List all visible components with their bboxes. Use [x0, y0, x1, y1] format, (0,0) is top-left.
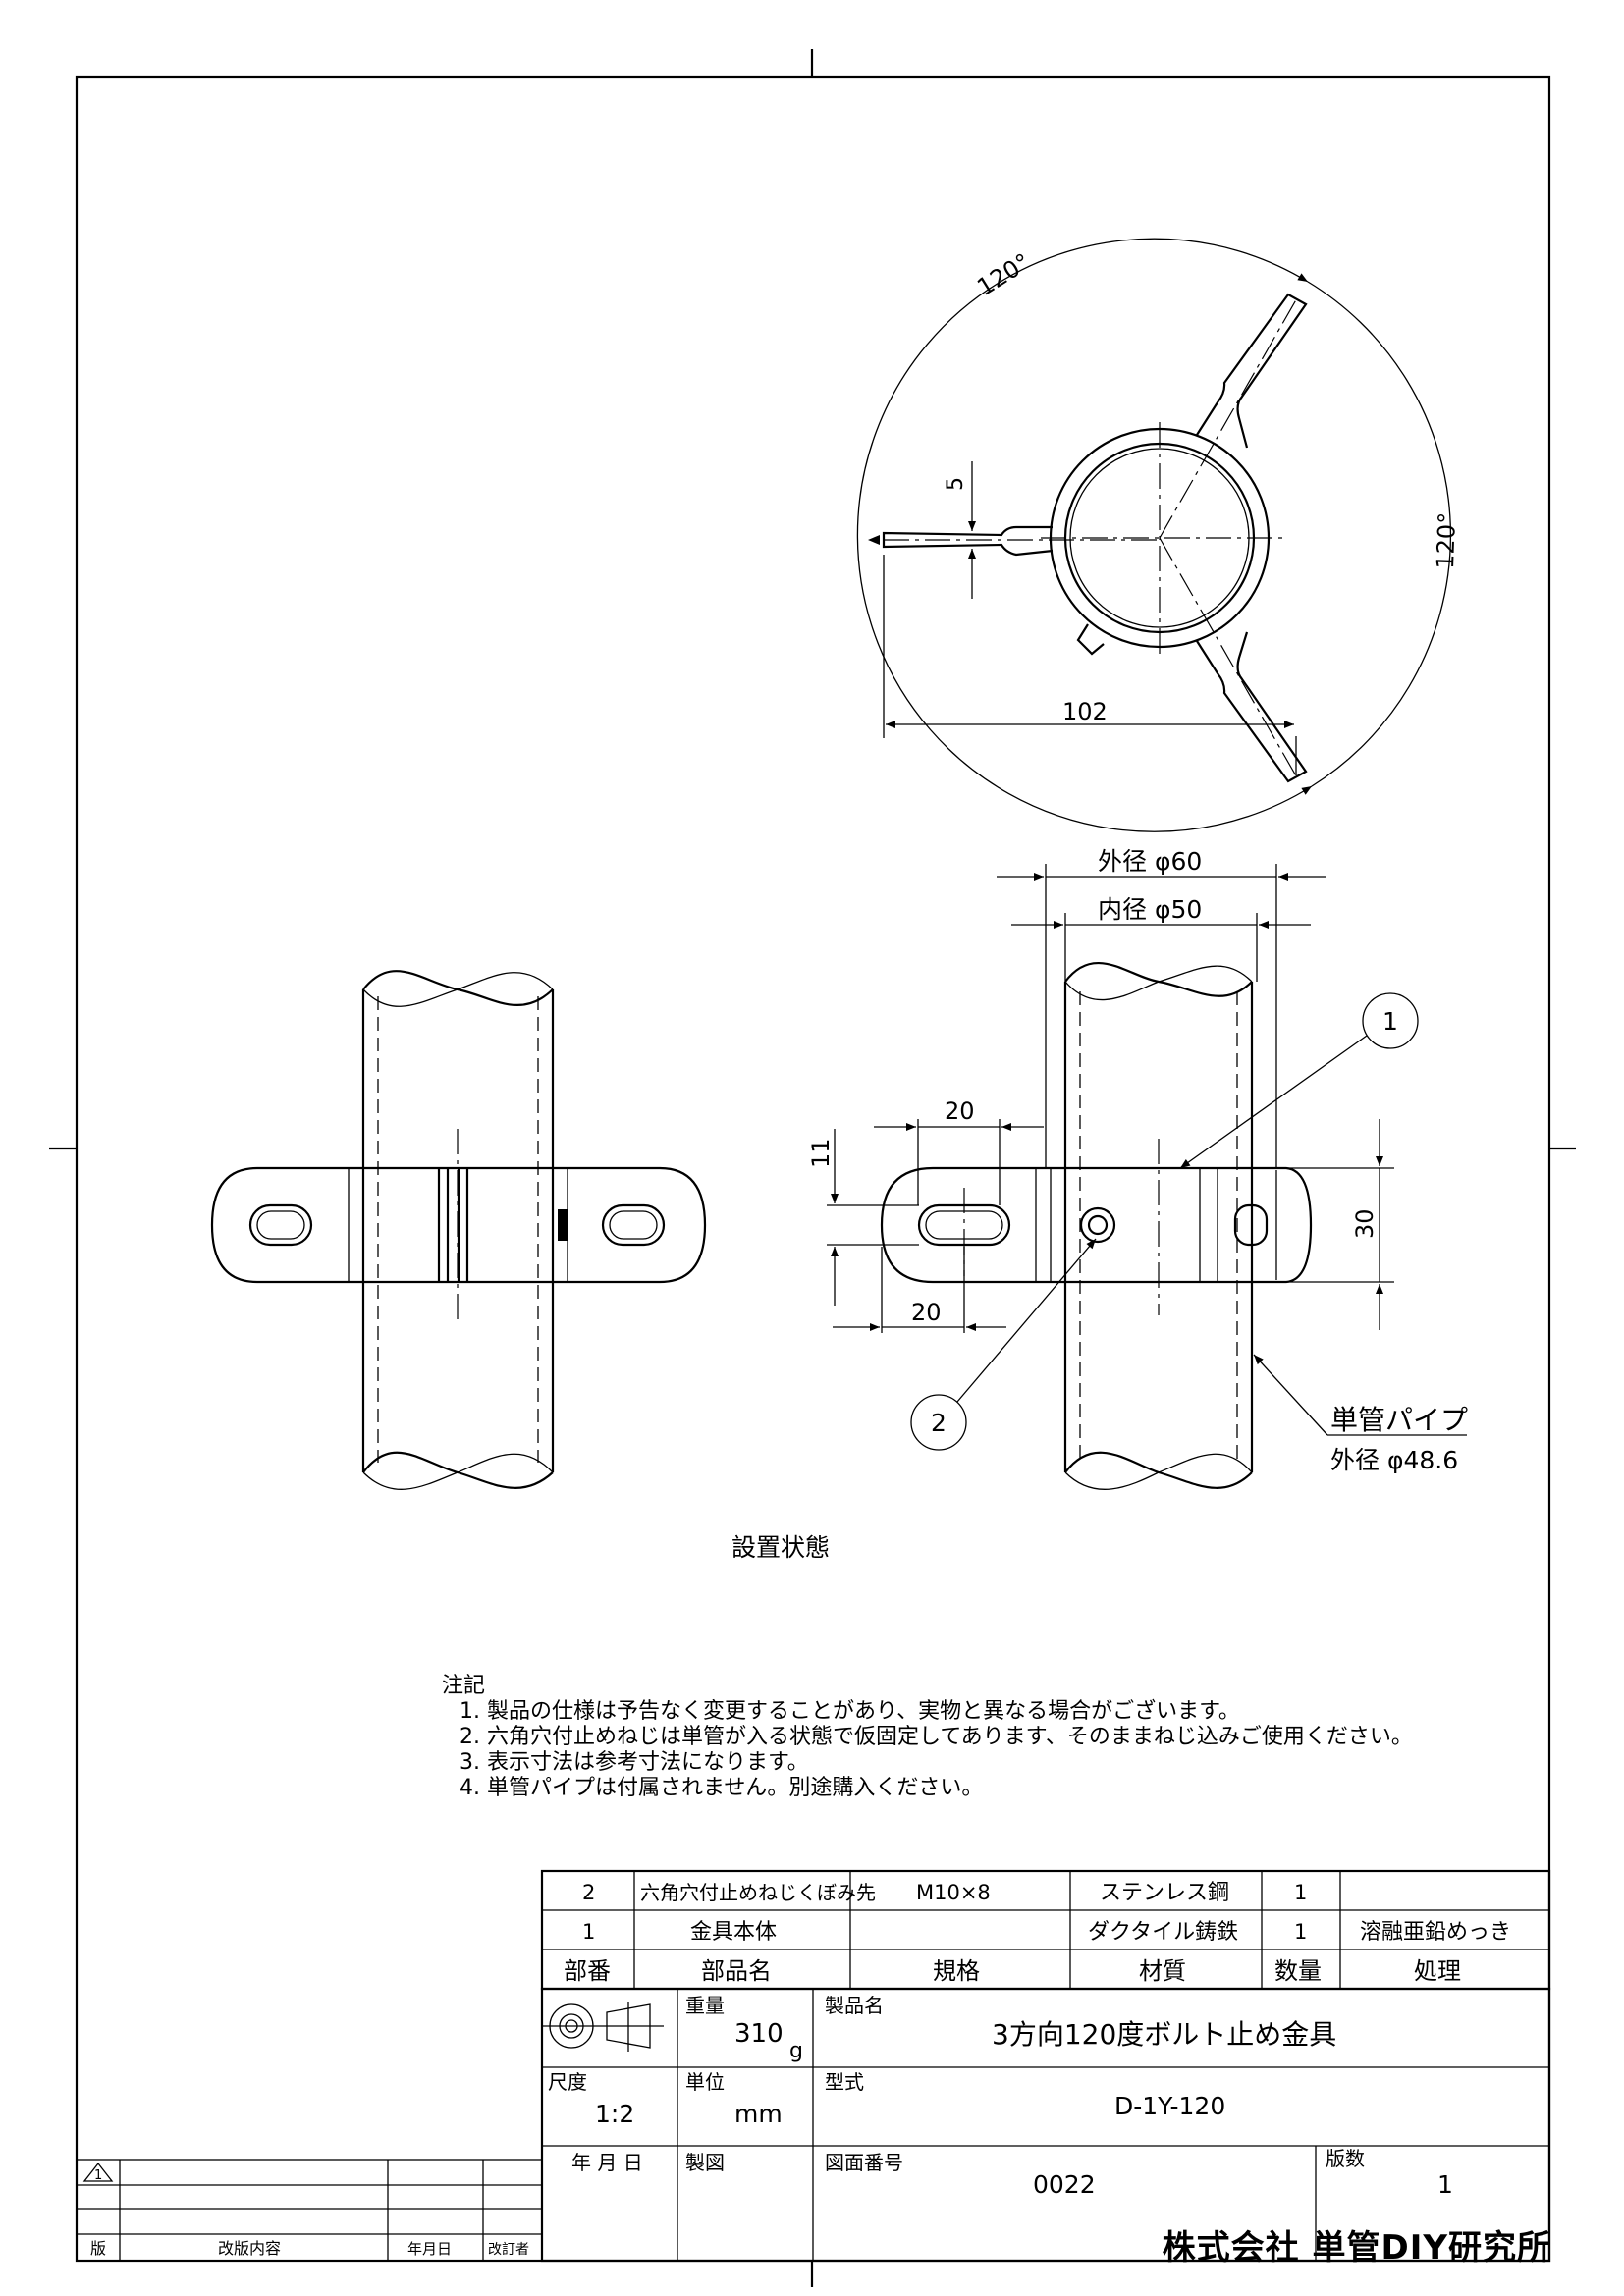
view-caption: 設置状態 [731, 1533, 831, 1562]
dim-slot-bottom: 20 [911, 1299, 942, 1326]
inner-diameter-label: 内径 φ50 [1098, 895, 1202, 924]
model-value: D-1Y-120 [1114, 2092, 1225, 2120]
notes-section: 注記 1. 製品の仕様は予告なく変更することがあり、実物と異なる場合がございます… [442, 1674, 1413, 1801]
header-qty: 数量 [1274, 1957, 1322, 1985]
note-item: 3. 表示寸法は参考寸法になります。 [460, 1750, 809, 1775]
unit-value: mm [734, 2100, 783, 2128]
dim-slot-height: 11 [807, 1138, 835, 1168]
part-1-material: ダクタイル鋳鉄 [1088, 1920, 1238, 1945]
part-1-no: 1 [582, 1920, 595, 1944]
outer-diameter-label: 外径 φ60 [1098, 847, 1202, 876]
header-material: 材質 [1139, 1957, 1186, 1985]
note-item: 4. 単管パイプは付属されません。別途購入ください。 [460, 1776, 984, 1800]
projection-symbol-icon [542, 2002, 664, 2052]
top-view: 5 102 120° 120° [856, 238, 1461, 832]
dim-width: 102 [1062, 698, 1108, 725]
header-no: 部番 [564, 1957, 611, 1985]
edition-label: 版数 [1326, 2147, 1365, 2170]
pipe-label: 単管パイプ [1330, 1404, 1468, 1436]
drawn-label: 製図 [685, 2151, 725, 2174]
edition-value: 1 [1437, 2170, 1453, 2199]
header-name: 部品名 [701, 1957, 772, 1985]
part-2-qty: 1 [1294, 1881, 1307, 1904]
note-item: 2. 六角穴付止めねじは単管が入る状態で仮固定してあります、そのままねじ込みご使… [460, 1725, 1413, 1749]
product-label: 製品名 [825, 1994, 884, 2017]
revision-col-revised-by: 改訂者 [488, 2242, 529, 2258]
revision-col-content: 改版内容 [218, 2239, 281, 2258]
scale-label: 尺度 [548, 2070, 587, 2094]
part-2-material: ステンレス鋼 [1100, 1881, 1229, 1905]
part-2-spec: M10×8 [916, 1881, 991, 1904]
weight-unit: g [789, 2039, 803, 2063]
drawing-no-value: 0022 [1033, 2170, 1096, 2199]
installed-view [210, 970, 707, 1490]
header-treatment: 処理 [1414, 1957, 1461, 1985]
part-1-treatment: 溶融亜鉛めっき [1360, 1920, 1511, 1945]
date-label: 年 月 日 [571, 2151, 643, 2174]
note-item: 1. 製品の仕様は予告なく変更することがあり、実物と異なる場合がございます。 [460, 1699, 1240, 1724]
scale-value: 1:2 [595, 2100, 634, 2128]
weight-value: 310 [734, 2019, 784, 2049]
unit-label: 単位 [685, 2070, 725, 2094]
part-1-qty: 1 [1294, 1920, 1307, 1944]
dim-thickness: 5 [944, 477, 968, 491]
angle-label-1: 120° [972, 248, 1035, 301]
company-name: 株式会社 単管DIY研究所 [1162, 2228, 1551, 2268]
header-spec: 規格 [933, 1957, 980, 1985]
revision-col-date: 年月日 [407, 2240, 452, 2258]
product-name: 3方向120度ボルト止め金具 [992, 2018, 1336, 2051]
pipe-diameter: 外径 φ48.6 [1330, 1446, 1458, 1474]
drawing-no-label: 図面番号 [825, 2151, 903, 2174]
weight-label: 重量 [685, 1994, 725, 2017]
part-2-no: 2 [582, 1881, 595, 1904]
balloon-1: 1 [1382, 1007, 1398, 1036]
part-2-name: 六角穴付止めねじくぼみ先 [640, 1881, 876, 1904]
balloon-2: 2 [931, 1409, 947, 1437]
dim-slot-top: 20 [945, 1097, 975, 1125]
revision-symbol: 1 [94, 2168, 102, 2183]
revision-triangle-icon: 1 [82, 2162, 114, 2183]
model-label: 型式 [825, 2070, 864, 2094]
dimensioned-view: 外径 φ60 内径 φ50 20 20 11 30 1 2 [807, 847, 1468, 1490]
angle-label-2: 120° [1432, 511, 1461, 569]
notes-title: 注記 [442, 1674, 486, 1698]
title-block: 2 六角穴付止めねじくぼみ先 M10×8 ステンレス鋼 1 1 金具本体 ダクタ… [76, 1869, 1551, 2263]
part-1-name: 金具本体 [690, 1920, 777, 1945]
revision-col-edition: 版 [90, 2239, 106, 2258]
dim-band-height: 30 [1351, 1208, 1379, 1239]
